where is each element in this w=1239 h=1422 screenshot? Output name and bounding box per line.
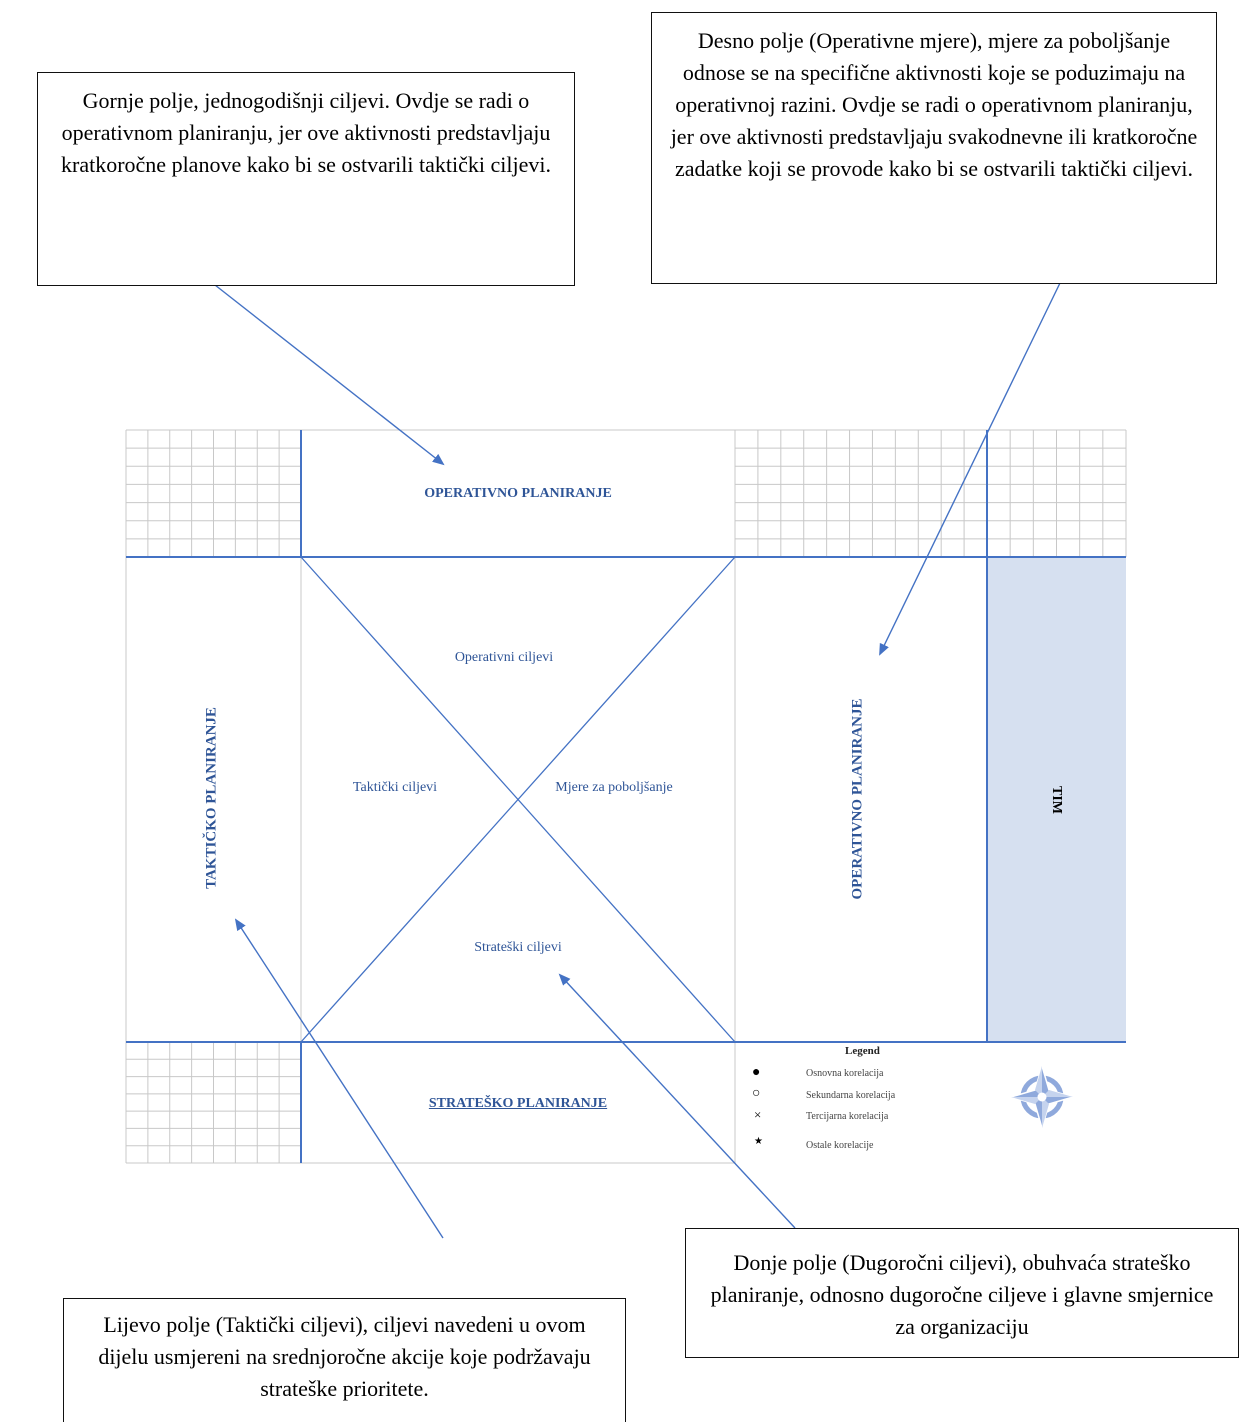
arrow-bottom [558,973,796,1229]
callout-top-left: Gornje polje, jednogodišnji ciljevi. Ovd… [37,72,575,286]
callout-arrows [214,282,1061,1239]
diagonals [300,556,736,1043]
bottom-section-title: STRATEŠKO PLANIRANJE [428,1096,608,1111]
legend-symbol-open-circle: ○ [752,1086,761,1101]
legend-label-primary: Osnovna korelacija [806,1068,884,1079]
arrow-right [879,282,1061,656]
center-bottom-label: Strateški ciljevi [474,940,562,955]
legend-symbol-filled-circle: ● [752,1065,761,1080]
top-section-title: OPERATIVNO PLANIRANJE [424,486,612,501]
callout-bottom-left: Lijevo polje (Taktički ciljevi), ciljevi… [63,1298,626,1422]
left-section-title: TAKTIČKO PLANIRANJE [203,707,220,889]
grid-bottom-left [125,1041,302,1164]
grid-top-left [125,429,302,558]
team-column [987,557,1126,1042]
arrow-top [214,284,445,466]
grid-top-middle-right [734,429,988,558]
outer-frame [125,429,1126,1164]
team-label: TIM [1049,786,1064,814]
legend-symbol-cross: × [754,1107,762,1122]
legend-label-tertiary: Tercijarna korelacija [806,1111,889,1122]
grid-top-right [986,429,1127,558]
center-right-label: Mjere za poboljšanje [555,780,673,795]
structure-lines [126,430,1126,1163]
legend-symbol-star: ★ [754,1136,763,1147]
callout-top-right: Desno polje (Operativne mjere), mjere za… [651,12,1217,284]
arrow-left [234,918,444,1239]
legend-label-other: Ostale korelacije [806,1140,874,1151]
right-section-title: OPERATIVNO PLANIRANJE [849,698,866,900]
legend-title: Legend [845,1045,880,1057]
compass-icon [1008,1063,1076,1131]
grid-cells [125,429,1127,1164]
callout-bottom-right: Donje polje (Dugoročni ciljevi), obuhvać… [685,1228,1239,1358]
center-top-label: Operativni ciljevi [454,650,554,665]
center-left-label: Taktički ciljevi [352,780,438,795]
legend-label-secondary: Sekundarna korelacija [806,1090,896,1101]
